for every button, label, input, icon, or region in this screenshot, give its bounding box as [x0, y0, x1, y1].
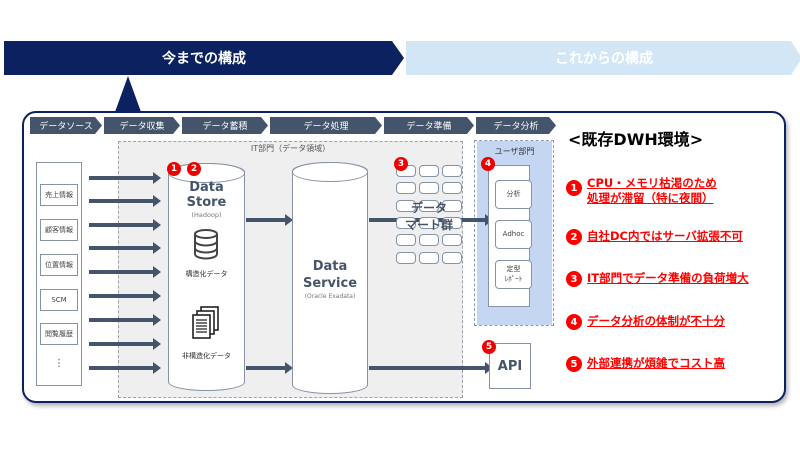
issue-badge-5: 5	[566, 356, 582, 372]
data-service-subtitle: (Oracle Exadata)	[304, 293, 356, 300]
data-mart	[396, 199, 416, 212]
flow-arrow	[89, 242, 161, 254]
issue-2: 自社DC内ではサーバ拡張不可	[587, 229, 743, 243]
data-mart	[419, 216, 439, 229]
unstructured-data-label: 非構造化データ	[182, 352, 231, 360]
data-service-title-line1: Data	[312, 259, 348, 274]
data-mart	[419, 199, 439, 212]
flow-arrow	[246, 362, 293, 374]
source-more: ⋮	[54, 358, 64, 369]
data-mart	[396, 216, 416, 229]
api-box: API	[489, 343, 531, 389]
api-label: API	[497, 358, 523, 374]
issue-badge-1: 1	[566, 180, 582, 196]
data-mart	[442, 251, 462, 264]
issue-1: CPU・メモリ枯渇のため処理が滞留（特に夜間）	[587, 176, 717, 206]
it-department-label: IT部門（データ領域）	[250, 144, 331, 153]
data-store-title-line1: Data	[189, 180, 224, 195]
flow-arrow	[89, 195, 161, 207]
source-customer: 顧客情報	[40, 219, 78, 241]
data-mart-label: データマート群	[396, 200, 462, 234]
data-mart	[442, 182, 462, 195]
flow-arrow	[89, 219, 161, 231]
flow-arrow	[89, 314, 161, 326]
issue-1-line2: 処理が滞留（特に夜間）	[587, 191, 714, 205]
data-mart	[419, 165, 439, 177]
step-data-collection: データ収集	[104, 117, 180, 134]
badge-2: 2	[187, 162, 201, 176]
tool-standard-report: 定型 ﾚﾎﾟｰﾄ	[495, 260, 532, 289]
current-architecture-chevron: 今までの構成	[4, 41, 404, 75]
issue-1-line1: CPU・メモリ枯渇のため	[587, 176, 717, 190]
flow-arrow	[246, 214, 293, 226]
step-data-storage: データ蓄積	[182, 117, 268, 134]
data-mart	[442, 216, 462, 229]
badge-1: 1	[167, 162, 181, 176]
structured-data-label: 構造化データ	[185, 270, 228, 278]
data-mart	[442, 199, 462, 212]
user-department-label: ユーザ部門	[494, 147, 535, 156]
data-mart	[442, 165, 462, 177]
data-mart	[419, 182, 439, 195]
flow-arrow	[89, 338, 161, 350]
data-mart-label-line1: データ	[410, 201, 447, 215]
future-architecture-label: これからの構成	[555, 51, 653, 67]
source-scm: SCM	[40, 289, 78, 311]
flow-arrow	[89, 362, 161, 374]
data-service-title-line2: Service	[302, 276, 358, 291]
issue-4: データ分析の体制が不十分	[587, 314, 725, 328]
data-mart-label-line2: マート群	[404, 218, 453, 232]
flow-arrow	[89, 266, 161, 278]
issue-5: 外部連携が煩雑でコスト高	[587, 356, 725, 370]
data-store-subtitle: (Hadoop)	[191, 211, 222, 219]
data-store-cylinder	[168, 163, 245, 391]
issues-title: <既存DWH環境>	[568, 130, 704, 149]
data-mart	[396, 251, 416, 264]
data-mart	[396, 182, 416, 195]
documents-icon	[192, 306, 219, 339]
step-data-source: データソース	[30, 117, 102, 134]
data-mart	[442, 234, 462, 247]
user-department-area	[474, 140, 554, 326]
badge-3: 3	[394, 157, 408, 171]
tool-adhoc: Adhoc	[495, 220, 532, 249]
future-architecture-chevron: これからの構成	[406, 41, 800, 75]
data-mart-grid	[396, 165, 462, 265]
badge-5: 5	[482, 340, 496, 354]
data-mart	[419, 251, 439, 264]
data-mart	[419, 234, 439, 247]
database-icon	[194, 229, 218, 260]
step-data-processing: データ処理	[270, 117, 382, 134]
issue-badge-3: 3	[566, 271, 582, 287]
badge-4: 4	[481, 157, 495, 171]
step-data-analysis: データ分析	[476, 117, 556, 134]
pointer-triangle	[115, 76, 141, 112]
issue-3: IT部門でデータ準備の負荷増大	[587, 271, 749, 285]
data-mart	[396, 234, 416, 247]
issue-badge-4: 4	[566, 314, 582, 330]
data-store-title-line2: Store	[186, 195, 227, 210]
step-data-preparation: データ準備	[384, 117, 474, 134]
tool-analysis: 分析	[495, 180, 532, 209]
source-location: 位置情報	[40, 254, 78, 276]
issue-badge-2: 2	[566, 229, 582, 245]
source-browsing-history: 閲覧履歴	[40, 323, 78, 345]
data-service-cylinder	[292, 162, 368, 394]
flow-arrow	[89, 172, 161, 184]
source-sales: 売上情報	[40, 184, 78, 206]
flow-arrow	[89, 290, 161, 302]
flow-arrow	[369, 362, 493, 374]
current-architecture-label: 今までの構成	[162, 51, 246, 67]
